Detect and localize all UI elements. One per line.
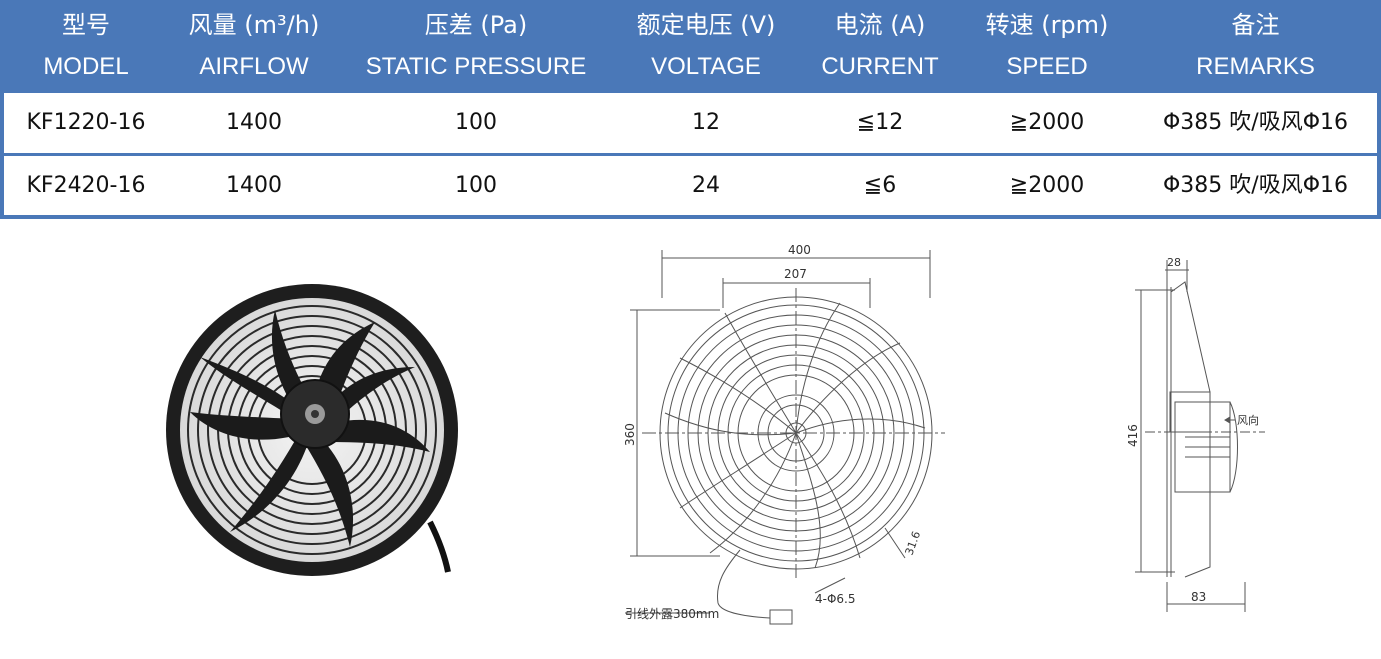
- cell-pressure: 100: [455, 110, 497, 135]
- cell-current: ≦12: [856, 110, 904, 135]
- dim-depth-bottom: 83: [1191, 590, 1206, 604]
- cell-speed: ≧2000: [1009, 173, 1085, 198]
- dim-holes: 4-Φ6.5: [815, 592, 856, 606]
- header-speed: 转速 (rpm) SPEED: [964, 0, 1130, 93]
- header-voltage-en: VOLTAGE: [651, 53, 761, 80]
- header-model: 型号 MODEL: [0, 0, 172, 93]
- header-remarks-cn: 备注: [1231, 11, 1280, 39]
- cell-remarks: Φ385 吹/吸风Φ16: [1162, 110, 1349, 135]
- side-view-drawing: 28 416 83 风向: [1126, 256, 1265, 612]
- header-model-cn: 型号: [62, 11, 110, 39]
- header-current-en: CURRENT: [821, 53, 939, 80]
- header-voltage: 额定电压 (V) VOLTAGE: [616, 0, 796, 93]
- header-model-en: MODEL: [43, 53, 129, 80]
- cell-airflow: 1400: [226, 173, 282, 198]
- cell-model: KF1220-16: [26, 110, 146, 135]
- header-voltage-cn: 额定电压 (V): [636, 11, 776, 39]
- dim-height: 360: [623, 423, 637, 446]
- table-row: KF2420-16 1400 100 24 ≦6 ≧2000 Φ385 吹/吸风…: [0, 156, 1381, 219]
- header-remarks: 备注 REMARKS: [1130, 0, 1381, 93]
- header-pressure: 压差 (Pa) STATIC PRESSURE: [336, 0, 616, 93]
- header-remarks-en: REMARKS: [1196, 53, 1315, 80]
- table-row: KF1220-16 1400 100 12 ≦12 ≧2000 Φ385 吹/吸…: [0, 93, 1381, 156]
- cell-voltage: 24: [692, 173, 720, 198]
- cell-current: ≦6: [863, 173, 897, 198]
- airflow-direction-label: 风向: [1237, 413, 1259, 427]
- cell-voltage: 12: [692, 110, 720, 135]
- dim-overall-width: 400: [788, 243, 811, 257]
- header-current: 电流 (A) CURRENT: [796, 0, 964, 93]
- header-airflow: 风量 (m³/h) AIRFLOW: [172, 0, 336, 93]
- header-pressure-en: STATIC PRESSURE: [365, 53, 587, 80]
- dim-depth-top: 28: [1167, 256, 1181, 269]
- header-speed-en: SPEED: [1006, 53, 1088, 80]
- spec-table: 型号 MODEL 风量 (m³/h) AIRFLOW 压差 (Pa) STATI…: [0, 0, 1381, 219]
- cell-remarks: Φ385 吹/吸风Φ16: [1162, 173, 1349, 198]
- table-header: 型号 MODEL 风量 (m³/h) AIRFLOW 压差 (Pa) STATI…: [0, 0, 1381, 93]
- header-pressure-cn: 压差 (Pa): [424, 11, 528, 39]
- dim-slot: 31.6: [903, 530, 924, 557]
- cell-pressure: 100: [455, 173, 497, 198]
- cell-airflow: 1400: [226, 110, 282, 135]
- fan-photo: [166, 284, 458, 576]
- header-speed-cn: 转速 (rpm): [985, 11, 1109, 39]
- header-airflow-en: AIRFLOW: [199, 53, 309, 80]
- header-airflow-cn: 风量 (m³/h): [188, 11, 320, 39]
- header-current-cn: 电流 (A): [834, 11, 926, 39]
- lead-note: 引线外露380mm: [625, 607, 719, 621]
- dim-inner-width: 207: [784, 267, 807, 281]
- front-view-drawing: 400 207 360 31.6 4-Φ6.5 引线外露380mm: [623, 243, 945, 625]
- cell-model: KF2420-16: [26, 173, 146, 198]
- cell-speed: ≧2000: [1009, 110, 1085, 135]
- dim-side-height: 416: [1126, 424, 1140, 447]
